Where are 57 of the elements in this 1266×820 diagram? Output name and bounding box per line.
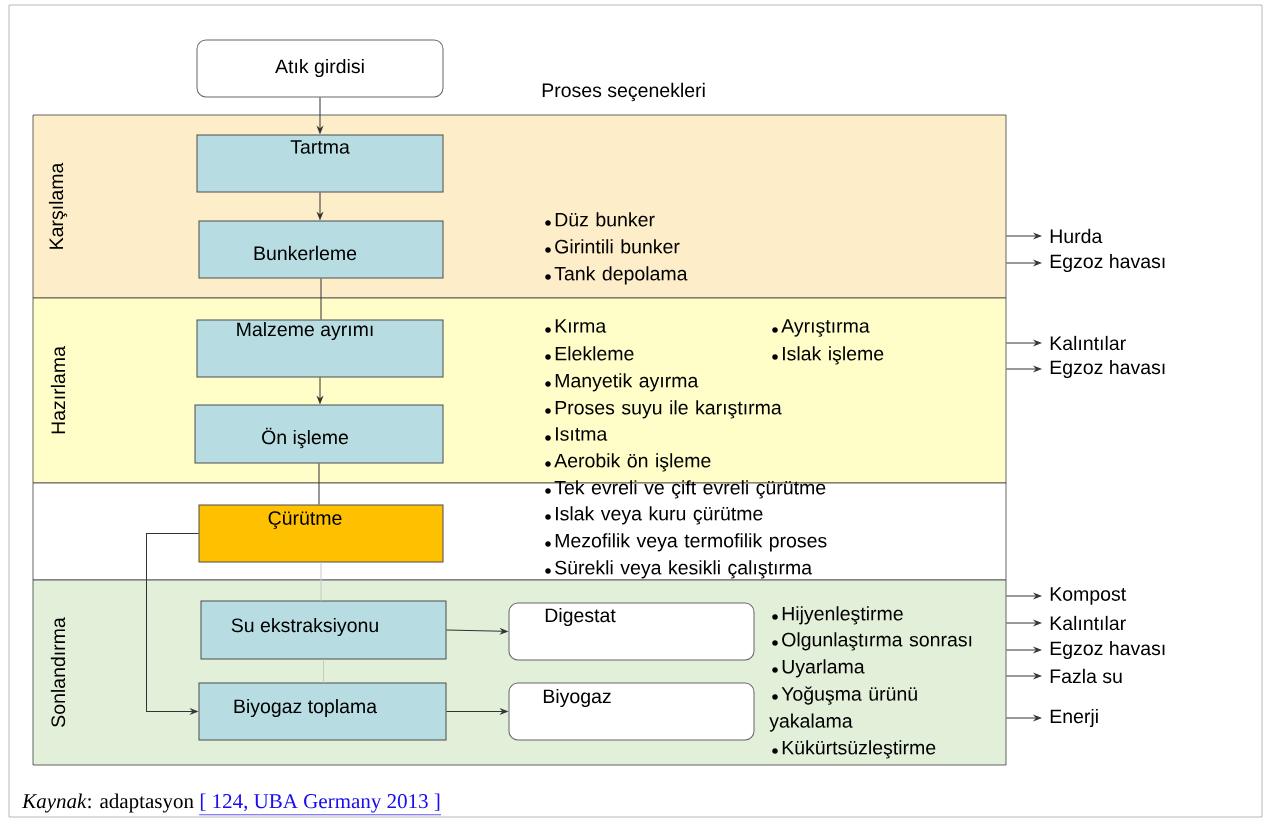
output-label: Egzoz havası	[1050, 640, 1165, 660]
output-label: Egzoz havası	[1050, 253, 1165, 273]
arrow	[1005, 647, 1042, 653]
bullet-item: Proses suyu ile karıştırma	[545, 400, 782, 419]
process-box: Malzeme ayrımı	[196, 319, 444, 378]
bullet-item: Islak işleme	[772, 346, 884, 365]
arrow	[446, 708, 508, 715]
bullet-item: Girintili bunker	[545, 239, 680, 254]
rounded-box: Biyogaz	[508, 682, 755, 741]
arrow	[1005, 673, 1042, 679]
output-label: Fazla su	[1050, 668, 1122, 684]
output-label: Hurda	[1050, 228, 1103, 244]
arrow	[1005, 593, 1042, 599]
caption: Kaynak: adaptasyon	[21, 793, 194, 813]
process-box: Su ekstraksiyonu	[200, 600, 447, 660]
process-box: Çürütme	[198, 504, 444, 563]
arrow	[317, 192, 323, 220]
arrow	[446, 628, 508, 635]
bullet-item: Düz bunker	[545, 212, 655, 227]
bullet-item: Olgunlaştırma sonrası	[772, 632, 972, 651]
arrow	[1005, 715, 1042, 721]
bullet-item: Manyetik ayırma	[545, 373, 699, 392]
arrow	[146, 533, 199, 715]
process-box: Tartma	[196, 134, 444, 193]
arrow	[1005, 260, 1042, 266]
arrow	[1005, 340, 1042, 346]
output-label: Kalıntılar	[1050, 615, 1126, 631]
output-label: Kalıntılar	[1050, 335, 1126, 351]
output-label: Kompost	[1050, 587, 1126, 605]
arrow	[1005, 233, 1042, 239]
bullet-item: Kükürtsüzleştirme	[772, 740, 936, 759]
bullet-item: Islak veya kuru çürütme	[545, 506, 763, 525]
bullet-item: Tek evreli ve çift evreli çürütme	[545, 480, 826, 499]
bullet-item: Kırma	[545, 319, 607, 333]
bullet-item: Uyarlama	[772, 659, 865, 678]
arrow	[1005, 366, 1042, 372]
output-label: Egzoz havası	[1050, 359, 1165, 379]
bullet-item: Elekleme	[545, 346, 634, 361]
process-box: Biyogaz toplama	[198, 682, 447, 741]
arrow	[317, 377, 323, 404]
arrow	[1005, 620, 1042, 626]
rounded-box: Atık girdisi	[196, 39, 444, 98]
bullet-item: Yoğuşma ürünü yakalama	[769, 686, 917, 732]
bullet-item: Aerobik ön işleme	[545, 453, 711, 472]
arrow	[317, 97, 323, 134]
process-box: Bunkerleme	[198, 220, 444, 279]
bullet-item: Hijyenleştirme	[772, 606, 903, 625]
bullet-item: Tank depolama	[545, 266, 688, 285]
bullet-item: Isıtma	[545, 427, 608, 441]
process-box: Ön işleme	[194, 404, 444, 464]
bullet-item: Sürekli veya kesikli çalıştırma	[545, 560, 813, 579]
output-label: Enerji	[1050, 708, 1098, 728]
source-link: [ 124, UBA Germany 2013 ]	[198, 793, 442, 816]
rounded-box: Digestat	[508, 602, 755, 661]
section-heading: Proses seçenekleri	[542, 82, 705, 102]
bullet-item: Mezofilik veya termofilik proses	[545, 533, 827, 552]
bullet-item: Ayrıştırma	[772, 319, 870, 337]
